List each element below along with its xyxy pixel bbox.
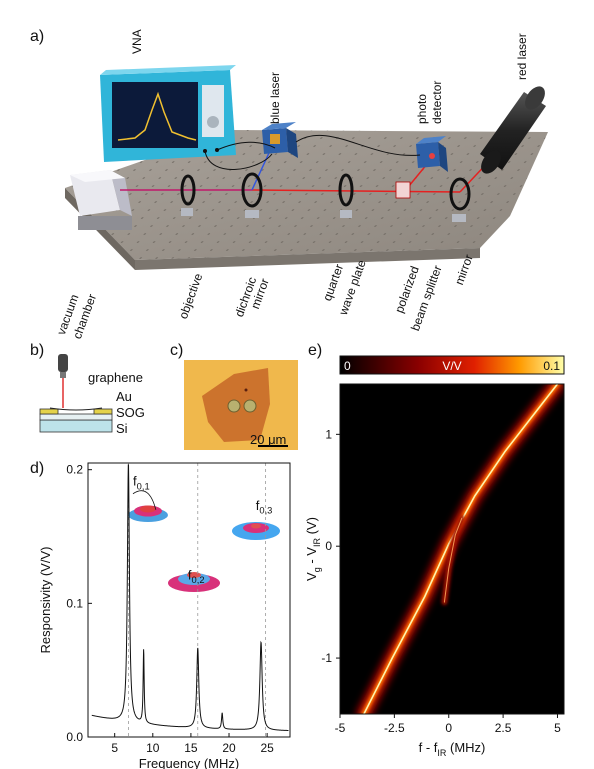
mode-shape-f01-inset	[128, 505, 168, 522]
stack-label-si: Si	[116, 421, 128, 436]
label-red-laser: red laser	[515, 33, 529, 80]
panel-a-label: a)	[30, 28, 45, 45]
y-axis-label-e-base: V	[304, 572, 319, 581]
mode-label-f03-base: f	[256, 498, 260, 513]
heatmap-ridges	[356, 384, 564, 714]
optical-micrograph	[184, 360, 298, 450]
mode-label-f02: f0,2	[188, 567, 205, 585]
panel-d-label: d)	[30, 460, 45, 477]
mode-label-f01-sub: 0,1	[137, 481, 150, 491]
mode-label-f02-sub: 0,2	[192, 575, 205, 585]
photo-detector-device	[416, 136, 448, 172]
vacuum-chamber	[70, 170, 132, 230]
objective-lens-icon	[58, 354, 68, 408]
y-axis-label-e-unit: (V)	[304, 517, 319, 538]
x-axis-label-e: f - fIR (MHz)	[419, 740, 486, 758]
vna-instrument	[100, 65, 236, 162]
optics-mounts	[180, 172, 471, 211]
optical-setup-illustration	[65, 65, 548, 270]
colorbar-max-label: 0.1	[543, 359, 560, 373]
plot-frame-d	[87, 462, 291, 738]
red-laser-device	[480, 86, 546, 174]
stack-label-sog: SOG	[116, 405, 145, 420]
x-tick-label-2: 15	[184, 741, 198, 755]
responsivity-series-line	[91, 464, 289, 731]
colorbar-min-label: 0	[344, 359, 351, 373]
y-axis-label-e-sub2: IR	[312, 538, 322, 548]
x-tick-label-3: 20	[222, 741, 236, 755]
y-axis-label-e: Vg - VIR (V)	[304, 517, 322, 581]
colorbar-unit-label: V/V	[442, 359, 461, 373]
mode-label-f01: f0,1	[133, 474, 150, 492]
e-x-tick-label-4: 5	[554, 721, 561, 735]
x-tick-label-4: 25	[260, 741, 274, 755]
substrate-stack	[39, 407, 113, 433]
panel-c-label: c)	[170, 342, 184, 359]
cables	[204, 134, 421, 170]
mode-label-f02-base: f	[188, 567, 192, 582]
x-tick-label-1: 10	[146, 741, 160, 755]
label-photo-detector-line1: photo	[415, 93, 429, 124]
y-axis-label-e-mid: - V	[304, 547, 319, 568]
ridge-branch-core	[443, 517, 463, 603]
device-cross-section	[39, 354, 113, 433]
x-axis-label-e-sub: IR	[437, 748, 447, 758]
mode-shape-f03-inset	[232, 522, 280, 540]
label-photo-detector-line2: detector	[430, 80, 444, 124]
panel-b-label: b)	[30, 342, 45, 359]
stack-label-graphene: graphene	[88, 370, 143, 385]
f01-pointer-arrow	[132, 490, 157, 510]
e-x-tick-label-3: 2.5	[495, 721, 512, 735]
e-x-tick-label-1: -2.5	[384, 721, 405, 735]
scalebar-label: 20 μm	[250, 432, 287, 447]
mode-label-f03-sub: 0,3	[259, 505, 272, 515]
y-tick-label-2: 0.2	[66, 463, 83, 477]
e-x-tick-label-2: 0	[445, 721, 452, 735]
x-tick-label-0: 5	[111, 741, 118, 755]
blue-laser-device	[262, 122, 298, 158]
x-axis-label-d: Frequency (MHz)	[139, 756, 239, 769]
x-axis-label-e-unit: (MHz)	[446, 740, 485, 755]
y-tick-label-1: 0.1	[66, 596, 83, 610]
e-y-tick-label-1: 0	[325, 539, 332, 553]
y-axis-label-d: Responsivity (V/V)	[38, 547, 53, 654]
panel-e-label: e)	[308, 342, 323, 359]
x-axis-label-e-main: f - f	[419, 740, 438, 755]
label-blue-laser: blue laser	[268, 71, 282, 124]
plot-frame-e	[339, 383, 565, 715]
mode-label-f01-base: f	[133, 474, 137, 489]
label-vna: VNA	[130, 29, 144, 54]
y-axis-label-e-sub1: g	[312, 567, 322, 572]
mode-label-f03: f0,3	[256, 498, 273, 516]
colorbar	[339, 355, 565, 375]
e-x-tick-label-0: -5	[335, 721, 346, 735]
stack-label-au: Au	[116, 389, 132, 404]
e-y-tick-label-0: -1	[321, 651, 332, 665]
e-y-tick-label-2: 1	[325, 427, 332, 441]
y-tick-label-0: 0.0	[66, 730, 83, 744]
